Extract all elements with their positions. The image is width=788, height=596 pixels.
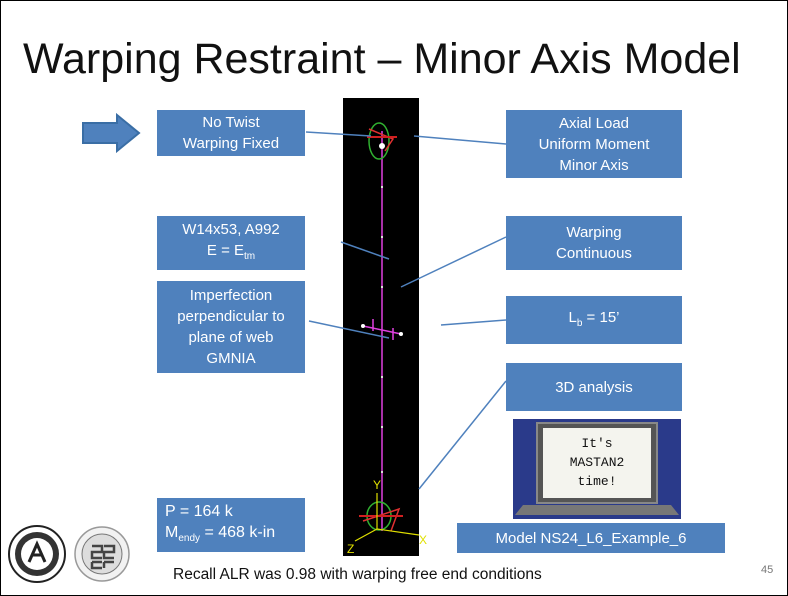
section-line1: W14x53, A992 (182, 221, 280, 238)
lb-box: Lb = 15’ (506, 296, 682, 344)
loads-box: P = 164 k Mendy = 468 k-in (157, 498, 305, 552)
mastan-laptop-image: It's MASTAN2 time! (513, 419, 681, 519)
loads-m: Mendy = 468 k-in (165, 522, 305, 549)
model-viewport (343, 98, 419, 556)
loads-m-post: = 468 k-in (200, 523, 276, 541)
no-twist-line2: Warping Fixed (182, 135, 280, 152)
imperfection-line2: perpendicular to (177, 308, 285, 325)
axial-load-box: Axial Load Uniform Moment Minor Axis (506, 110, 682, 178)
loads-m-pre: M (165, 523, 179, 541)
lb-l: L (568, 308, 577, 326)
imperfection-marker (361, 319, 403, 340)
lb-sub: b (576, 317, 583, 329)
lb-line: Lb = 15’ (506, 307, 682, 334)
slide-title: Warping Restraint – Minor Axis Model (23, 35, 741, 83)
imperfection-line4: GMNIA (206, 350, 256, 367)
axial-line3: Minor Axis (559, 156, 629, 174)
bottom-support-icon (359, 501, 403, 532)
imperfection-line3: plane of web (188, 329, 274, 346)
laptop-line1: It's (581, 436, 612, 451)
analysis-label: 3D analysis (555, 378, 633, 396)
axial-line1: Axial Load (558, 114, 630, 132)
loads-p: P = 164 k (165, 502, 233, 520)
leader-lines (305, 131, 507, 490)
warping-cont-line2: Continuous (556, 245, 632, 262)
analysis-box: 3D analysis (506, 363, 682, 411)
member-nodes (381, 186, 383, 473)
axis-label-z: Z (347, 542, 354, 556)
section-box: W14x53, A992 E = Etm (157, 216, 305, 270)
loads-m-sub: endy (178, 533, 201, 545)
imperfection-line1: Imperfection (189, 287, 273, 304)
section-e-text: E = E (206, 242, 244, 259)
model-name: Model NS24_L6_Example_6 (495, 529, 687, 547)
top-support-icon (367, 122, 397, 160)
warping-cont-line1: Warping (566, 224, 622, 241)
axis-label-x: X (419, 533, 427, 547)
page-number: 45 (761, 564, 774, 576)
aisc-logo (8, 525, 66, 583)
no-twist-line1: No Twist (202, 114, 260, 131)
global-axes (354, 493, 420, 542)
ssrc-logo (74, 526, 130, 582)
imperfection-box: Imperfection perpendicular to plane of w… (157, 281, 305, 373)
caption: Recall ALR was 0.98 with warping free en… (173, 566, 542, 583)
laptop-line3: time! (577, 474, 616, 489)
no-twist-box: No Twist Warping Fixed (157, 110, 305, 156)
section-line2: E = Etm (157, 240, 305, 267)
axis-label-y: Y (373, 478, 381, 492)
right-arrow-icon (82, 113, 141, 153)
model-name-box: Model NS24_L6_Example_6 (457, 523, 725, 553)
lb-value: = 15’ (582, 308, 620, 326)
laptop-line2: MASTAN2 (570, 455, 625, 470)
axial-line2: Uniform Moment (538, 135, 650, 153)
section-e-sub: tm (244, 251, 256, 262)
warping-continuous-box: Warping Continuous (506, 216, 682, 270)
